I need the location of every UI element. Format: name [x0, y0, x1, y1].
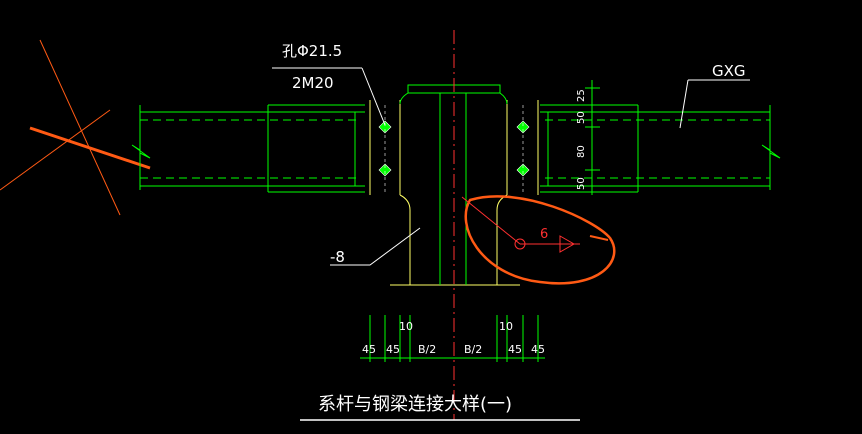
steel-beam — [399, 84, 508, 285]
member-label: GXG — [712, 62, 746, 80]
bolt-icon — [378, 163, 392, 177]
dim-right: 50 — [576, 177, 587, 190]
dim-bottom: 45 — [531, 343, 545, 356]
bolt-icon — [378, 120, 392, 134]
dim-bottom: 45 — [508, 343, 522, 356]
right-dimension-chain — [585, 80, 600, 195]
weld-annotation: 6 — [461, 195, 616, 285]
bolt-icon — [516, 120, 530, 134]
weld-size: 6 — [540, 227, 548, 242]
dim-bottom: B/2 — [418, 343, 436, 356]
dim-right: 25 — [576, 89, 587, 102]
dim-bottom: 10 — [499, 320, 513, 333]
leaders — [272, 67, 750, 266]
bolts — [378, 120, 530, 177]
drawing-title: 系杆与钢梁连接大样(一) — [318, 394, 512, 415]
bottom-dimension-chain — [360, 315, 545, 362]
bolt-spec-label: 2M20 — [292, 74, 334, 92]
dim-bottom: 10 — [399, 320, 413, 333]
dim-right: 80 — [576, 145, 587, 158]
dim-bottom: 45 — [362, 343, 376, 356]
bolt-icon — [516, 163, 530, 177]
dim-bottom: 45 — [386, 343, 400, 356]
construction-lines — [0, 39, 151, 216]
dim-right: 50 — [576, 111, 587, 124]
left-tie-member — [131, 104, 365, 193]
bolt-axis-lines — [384, 105, 524, 192]
plate-thickness-label: -8 — [330, 248, 345, 266]
dim-bottom: B/2 — [464, 343, 482, 356]
hole-label: 孔Φ21.5 — [282, 42, 342, 60]
